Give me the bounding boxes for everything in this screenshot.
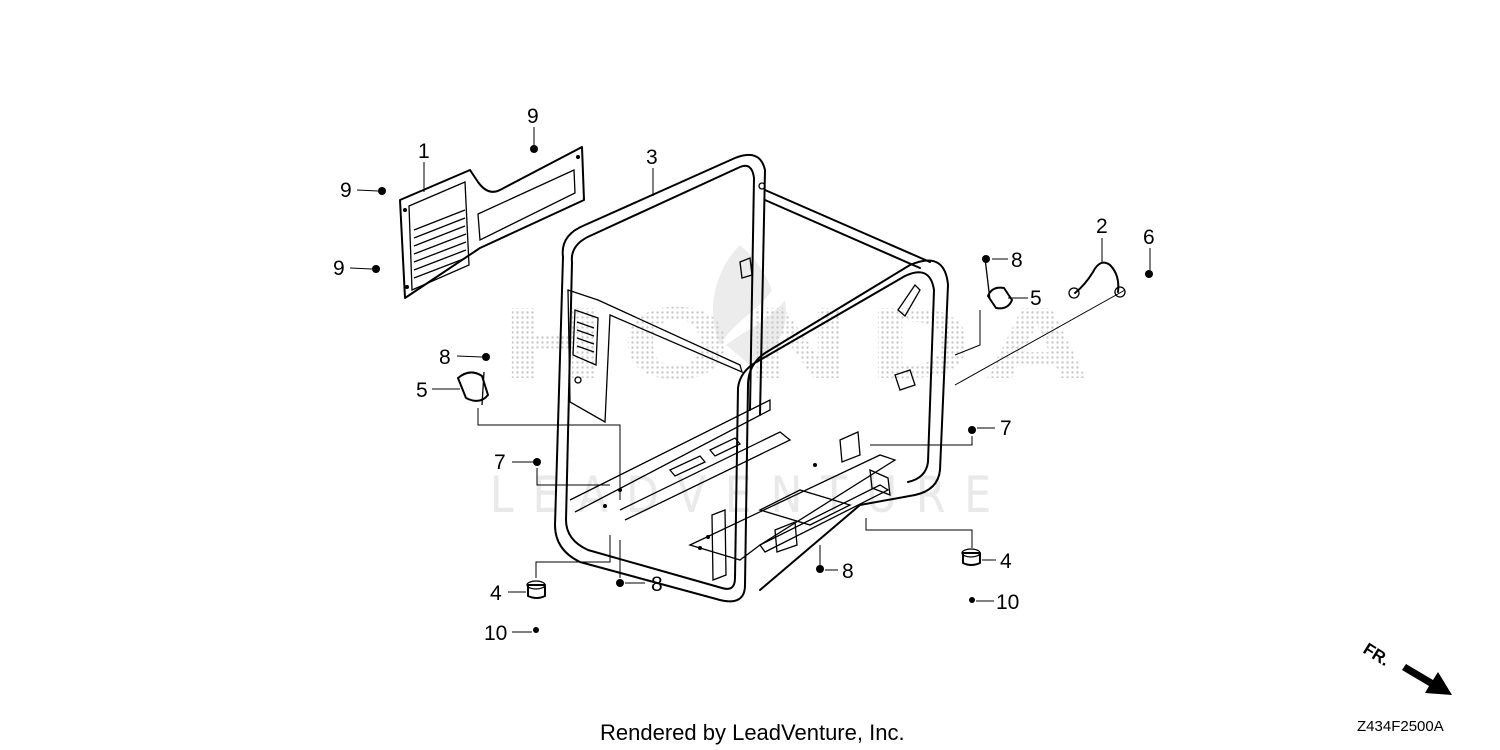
callout-4-right: 4 bbox=[1000, 550, 1012, 573]
front-arrow-icon bbox=[1402, 664, 1452, 695]
callout-8-left: 8 bbox=[439, 346, 451, 369]
callout-5-right: 5 bbox=[1030, 287, 1042, 310]
callout-3: 3 bbox=[646, 146, 658, 169]
watermark-sub: LEADVENTURE bbox=[490, 466, 1010, 524]
callout-7-right: 7 bbox=[1000, 417, 1012, 440]
foot-part-4-left bbox=[526, 580, 546, 599]
callouts: 1 2 3 4 4 5 5 6 7 7 8 8 8 8 9 9 9 10 10 bbox=[333, 105, 1155, 645]
watermark: HONDA LEADVENTURE bbox=[490, 245, 1100, 524]
callout-1: 1 bbox=[418, 140, 430, 163]
callout-9-top: 9 bbox=[527, 105, 539, 128]
callout-9-upper-left: 9 bbox=[340, 179, 352, 202]
callout-9-lower-left: 9 bbox=[333, 257, 345, 280]
callout-2: 2 bbox=[1096, 215, 1108, 238]
callout-5-left: 5 bbox=[416, 379, 428, 402]
side-panel-part-1 bbox=[399, 146, 585, 299]
rendered-by-text: Rendered by LeadVenture, Inc. bbox=[600, 720, 905, 745]
foot-part-4-right bbox=[961, 548, 981, 566]
diagram-code: Z434F2500A bbox=[1357, 718, 1444, 735]
callout-10-right: 10 bbox=[996, 591, 1019, 614]
callout-8-top-right: 8 bbox=[1011, 249, 1023, 272]
watermark-brand: HONDA bbox=[500, 289, 1100, 401]
front-direction-indicator: FR. bbox=[1360, 639, 1452, 695]
callout-8-bottom-middle: 8 bbox=[842, 560, 854, 583]
fasteners bbox=[372, 145, 1153, 633]
callout-4-left: 4 bbox=[490, 582, 502, 605]
front-label: FR. bbox=[1360, 639, 1393, 670]
ground-cable-part-2 bbox=[1068, 261, 1126, 299]
callout-10-left: 10 bbox=[484, 622, 507, 645]
frame-part-3 bbox=[554, 154, 949, 603]
clamp-part-5-left bbox=[457, 371, 489, 406]
callout-6: 6 bbox=[1143, 226, 1155, 249]
leader-lines bbox=[349, 127, 1151, 633]
callout-8-bottom-left: 8 bbox=[651, 573, 663, 596]
callout-7-left: 7 bbox=[494, 451, 506, 474]
clamp-part-5-right bbox=[984, 257, 1013, 310]
